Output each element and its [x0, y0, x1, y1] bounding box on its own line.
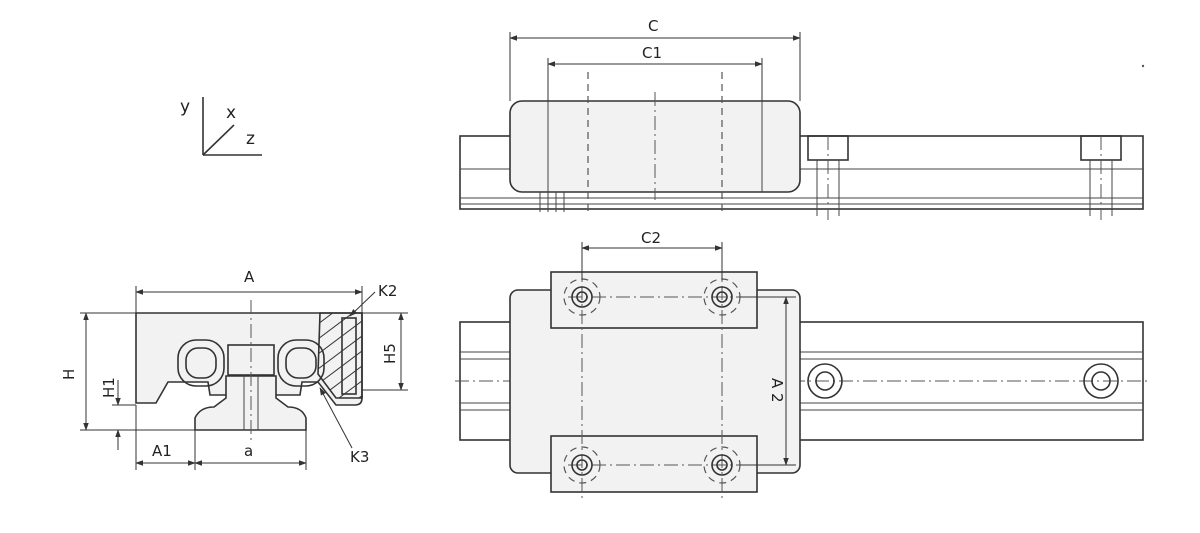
rail-hole-side-2 — [1080, 135, 1122, 220]
rail-hole-top-1 — [807, 363, 843, 399]
dim-label-c: C — [648, 17, 658, 35]
cross-section-view: A H H1 H5 A1 a K2 K3 — [60, 268, 408, 470]
side-view: C C1 — [459, 17, 1144, 220]
rail-hole-side-1 — [807, 135, 849, 220]
dim-label-h: H — [60, 369, 78, 380]
dim-label-a2: A 2 — [768, 378, 786, 403]
rail-side — [459, 135, 1144, 210]
dim-label-a: A — [244, 268, 255, 286]
carriage-hole-4 — [703, 446, 741, 484]
dim-label-a-rail: a — [244, 442, 253, 460]
axis-label-y: y — [180, 97, 190, 117]
carriage-hole-3 — [563, 446, 601, 484]
dim-label-h1: H1 — [100, 377, 118, 398]
stray-dot — [1141, 64, 1145, 68]
dim-label-h5: H5 — [381, 343, 399, 364]
dim-label-c2: C2 — [641, 229, 661, 247]
axis-label-x: x — [226, 103, 236, 123]
axis-label-z: z — [246, 129, 255, 149]
dim-label-c1: C1 — [642, 44, 662, 62]
dim-label-k2: K2 — [378, 282, 397, 300]
top-view: C2 A 2 — [455, 229, 1150, 502]
coordinate-axes-icon: y x z — [180, 97, 262, 156]
dim-label-k3: K3 — [350, 448, 369, 466]
dim-label-a1: A1 — [152, 442, 172, 460]
rail-hole-top-2 — [1083, 363, 1119, 399]
